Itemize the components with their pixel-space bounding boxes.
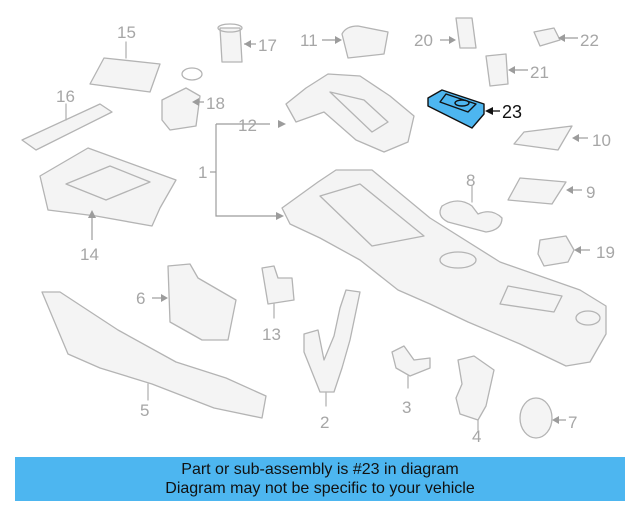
callout-10: 10: [592, 131, 611, 150]
part-16-bezel[interactable]: [21, 103, 113, 151]
callout-4: 4: [472, 427, 481, 446]
banner-line-2: Diagram may not be specific to your vehi…: [165, 480, 475, 497]
callout-7: 7: [568, 413, 577, 432]
part-17-socket[interactable]: [217, 23, 256, 63]
part-10-pad[interactable]: [513, 125, 588, 151]
callout-17: 17: [258, 36, 277, 55]
part-8-cup-insert[interactable]: [439, 185, 503, 233]
callout-9: 9: [586, 183, 595, 202]
part-2-curved-trim[interactable]: [303, 289, 361, 407]
part-13-clip[interactable]: [261, 265, 295, 319]
callout-14: 14: [80, 245, 99, 264]
callout-2: 2: [320, 413, 329, 432]
part-22-clip[interactable]: [533, 27, 578, 47]
callout-11: 11: [300, 31, 318, 50]
callout-1: 1: [198, 163, 207, 182]
part-11-pad[interactable]: [322, 25, 389, 59]
parts-diagram: 15 16 17 18 14 11 20: [21, 17, 615, 446]
part-21-clip[interactable]: [485, 53, 528, 87]
part-9-pad[interactable]: [507, 177, 582, 205]
callout-5: 5: [140, 401, 149, 420]
banner-line-1: Part or sub-assembly is #23 in diagram: [181, 461, 459, 478]
callout-23: 23: [502, 102, 522, 122]
callout-8: 8: [466, 171, 475, 190]
part-20-clip[interactable]: [440, 17, 477, 49]
callout-18: 18: [206, 94, 225, 113]
callout-12: 12: [238, 116, 257, 135]
leader-bracket-1: [210, 120, 286, 220]
part-14-tray[interactable]: [39, 147, 177, 240]
callout-3: 3: [402, 398, 411, 417]
part-7-oval-pad[interactable]: [519, 397, 566, 439]
part-18-lighter[interactable]: [161, 67, 204, 131]
part-23-highlighted[interactable]: [427, 89, 500, 129]
callout-20: 20: [414, 31, 433, 50]
callout-16: 16: [56, 87, 75, 106]
callout-22: 22: [580, 31, 599, 50]
callout-19: 19: [596, 243, 615, 262]
callout-13: 13: [262, 325, 281, 344]
callout-21: 21: [530, 63, 549, 82]
part-19-switch[interactable]: [537, 235, 590, 267]
callout-15: 15: [117, 23, 136, 42]
callout-6: 6: [136, 289, 145, 308]
part-4-wedge[interactable]: [455, 355, 495, 431]
part-6-side-panel[interactable]: [152, 263, 237, 341]
part-12-upper-trim[interactable]: [285, 73, 415, 153]
part-3-bracket[interactable]: [391, 345, 431, 389]
part-5-lower-panel[interactable]: [41, 291, 267, 419]
part-15-mat[interactable]: [89, 41, 161, 93]
part-1-console-body[interactable]: [281, 169, 607, 367]
info-banner: Part or sub-assembly is #23 in diagram D…: [15, 457, 625, 501]
